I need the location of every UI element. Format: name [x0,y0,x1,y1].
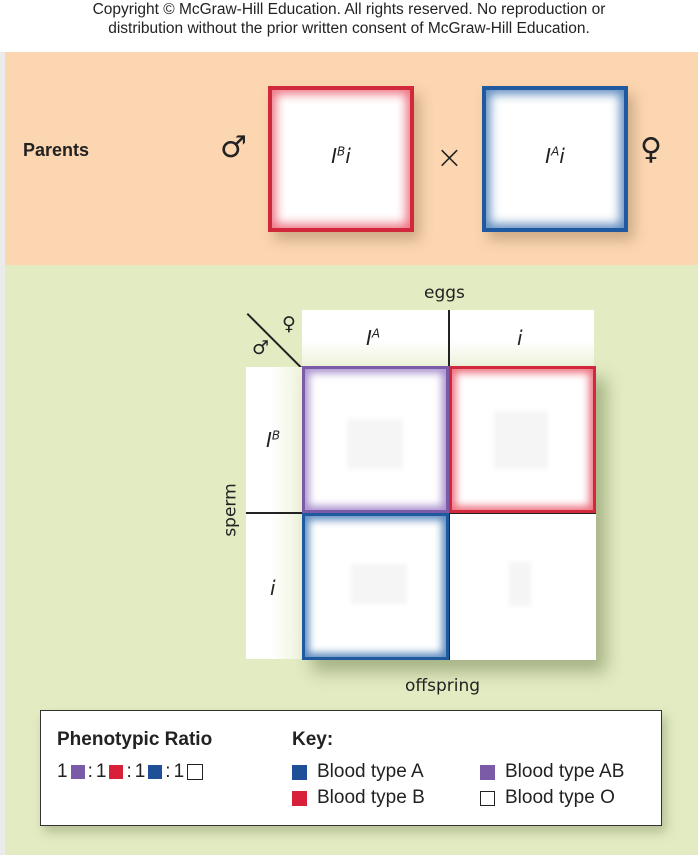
white-swatch-icon [480,790,495,806]
male-genotype: IBi [272,144,410,168]
female-parent-genotype-box: IAi [482,86,628,232]
sperm-allele-1: IB [266,428,280,452]
male-parent-genotype-box: IBi [268,86,414,232]
key-item-type-b: Blood type B [292,787,425,809]
blue-swatch-icon [292,764,307,780]
offspring-cell-ab [302,366,449,513]
key-item-type-a: Blood type A [292,761,424,783]
ratio-count: 1 [134,761,146,782]
key-label: Blood type B [317,787,425,808]
allele-recessive: i [345,144,351,168]
offspring-axis-label: offspring [405,676,481,696]
copyright-line-1: Copyright © McGraw-Hill Education. All r… [92,1,606,18]
egg-header-divider [448,310,450,366]
allele-base: i [270,576,276,600]
key-item-type-ab: Blood type AB [480,761,624,783]
white-swatch-icon [187,764,204,780]
allele-base: I [331,144,338,168]
allele-superscript: B [337,144,346,159]
copyright-notice: Copyright © McGraw-Hill Education. All r… [0,0,698,38]
offspring-cell-a [302,513,449,660]
egg-allele-2: i [517,326,523,350]
allele-superscript: B [271,428,281,443]
eggs-axis-label: eggs [424,283,465,303]
allele-base: I [366,326,372,350]
sperm-allele-2: i [270,576,276,600]
allele-recessive: i [559,144,565,168]
female-symbol-icon: ♀ [640,132,662,167]
allele-superscript: A [371,326,381,341]
allele-base: I [545,144,552,168]
ratio-separator: : [165,761,171,782]
phenotypic-ratio: 1 : 1 : 1 : 1 [57,761,204,783]
ratio-count: 1 [173,761,185,782]
cell-placeholder [494,411,548,469]
key-label: Blood type AB [505,761,625,782]
key-title: Key: [292,729,334,750]
purple-swatch-icon [70,765,85,779]
egg-allele-1: IA [366,326,380,350]
female-genotype: IAi [486,144,624,168]
ratio-separator: : [126,761,132,782]
key-label: Blood type A [317,761,424,782]
parents-label: Parents [23,140,90,160]
ratio-count: 1 [57,761,68,782]
copyright-line-2: distribution without the prior written c… [108,20,590,37]
ratio-separator: : [87,761,93,782]
ratio-count: 1 [95,761,107,782]
purple-swatch-icon [480,764,495,780]
male-symbol-icon: ♂ [220,130,247,165]
corner-male-icon: ♂ [252,337,270,359]
allele-base: i [517,326,523,350]
offspring-cell-o [449,513,596,660]
corner-female-icon: ♀ [282,313,296,335]
sperm-header-divider [246,512,302,514]
sperm-axis-label: sperm [220,483,241,537]
cross-icon: × [436,138,463,176]
red-swatch-icon [292,790,307,806]
allele-superscript: A [551,144,560,159]
key-label: Blood type O [505,787,615,808]
legend-box: Phenotypic Ratio 1 : 1 : 1 : 1 Key: Bloo… [40,710,662,826]
allele-base: I [266,428,272,452]
cell-placeholder [351,564,407,604]
punnett-grid [302,366,596,660]
red-swatch-icon [109,765,124,779]
offspring-cell-b [449,366,596,513]
key-item-type-o: Blood type O [480,787,615,809]
blue-swatch-icon [148,765,163,779]
left-margin-strip [0,52,5,855]
cell-placeholder [347,419,403,469]
phenotypic-ratio-title: Phenotypic Ratio [57,729,213,750]
cell-placeholder [509,562,531,606]
